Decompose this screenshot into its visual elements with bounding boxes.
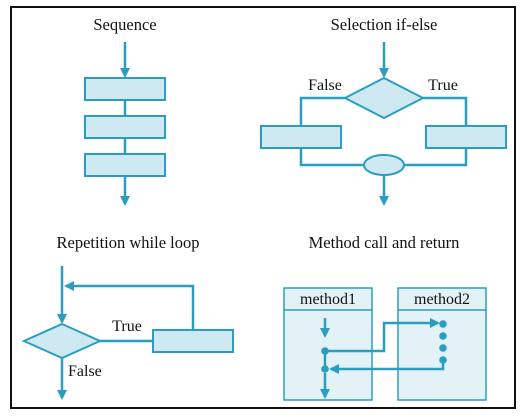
sequence-box-3 (84, 153, 166, 177)
method2-panel (397, 287, 487, 401)
repetition-loop-back-arrow (64, 281, 195, 330)
repetition-true-label: True (112, 318, 142, 335)
sequence-box-2 (84, 115, 166, 139)
sequence-section: Sequence (84, 15, 166, 206)
selection-title: Selection if-else (331, 15, 438, 34)
method2-dot-3 (439, 344, 447, 352)
selection-decision-diamond (342, 76, 426, 120)
selection-false-merge (299, 148, 364, 167)
method2-label: method2 (414, 291, 470, 308)
repetition-section: Repetition while loop True False (21, 233, 234, 400)
repetition-body-box (152, 329, 234, 353)
sequence-box-1 (84, 77, 166, 101)
method-call-title: Method call and return (309, 233, 460, 252)
selection-false-box (260, 125, 342, 149)
repetition-title: Repetition while loop (57, 233, 200, 252)
selection-true-merge (404, 148, 468, 167)
method2-dot-2 (439, 332, 447, 340)
method-call-arrow (325, 318, 440, 353)
repetition-false-label: False (68, 363, 102, 380)
method-call-section: Method call and return method1 method2 (283, 233, 487, 401)
selection-false-branch (299, 96, 345, 126)
selection-true-branch (423, 96, 468, 126)
selection-true-label: True (428, 77, 458, 94)
method-return-arrow (329, 360, 445, 374)
method1-label: method1 (300, 291, 356, 308)
selection-section: Selection if-else False True (260, 15, 507, 206)
repetition-decision-diamond (21, 322, 103, 360)
method2-dot-1 (439, 320, 447, 328)
selection-merge-node (363, 154, 405, 176)
method1-panel (283, 287, 373, 401)
selection-false-label: False (308, 77, 342, 94)
method1-return-point (321, 365, 329, 373)
sequence-title: Sequence (93, 15, 156, 34)
selection-true-box (425, 125, 507, 149)
